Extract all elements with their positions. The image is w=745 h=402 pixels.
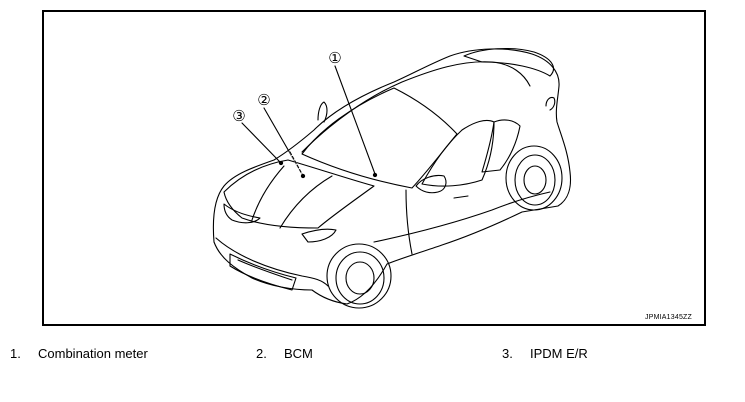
antenna — [317, 101, 328, 123]
callout-3-target — [278, 160, 284, 166]
rear-wheel — [514, 154, 556, 206]
car-illustration: ① ② ③ — [212, 48, 572, 309]
rear-wheel-hub — [523, 165, 547, 195]
figure-frame: ① ② ③ JPMIA1345ZZ — [42, 10, 706, 326]
hood-crease-right — [279, 175, 333, 229]
callout-2-target — [300, 173, 306, 179]
tail-stalk — [545, 96, 556, 111]
callout-2: ② — [257, 91, 270, 109]
legend-label: IPDM E/R — [530, 346, 588, 361]
callout-3: ③ — [232, 107, 245, 125]
headlight-right — [301, 228, 337, 243]
leader-line-3 — [241, 122, 281, 163]
side-mirror — [415, 174, 447, 194]
rear-wheel-arch — [505, 145, 563, 211]
legend-number: 3. — [502, 346, 513, 361]
legend: 1. Combination meter 2. BCM 3. IPDM E/R — [0, 346, 745, 366]
leader-line-1 — [334, 65, 376, 175]
door-line — [405, 189, 413, 255]
legend-label: BCM — [284, 346, 313, 361]
front-bumper — [215, 237, 329, 287]
callout-1-target — [372, 172, 378, 178]
hood-crease-left — [251, 165, 285, 221]
front-wheel-hub — [345, 261, 375, 295]
headlight — [223, 203, 261, 224]
body-side-line — [373, 191, 551, 243]
front-wheel — [335, 251, 385, 305]
leader-line-2-dash — [289, 151, 303, 175]
grille-inner — [237, 259, 293, 281]
rear-quarter-window — [481, 119, 521, 173]
car-body-outline — [212, 48, 572, 305]
rear-spoiler — [463, 48, 554, 77]
legend-number: 1. — [10, 346, 21, 361]
grille — [229, 253, 297, 291]
legend-label: Combination meter — [38, 346, 148, 361]
windshield — [301, 87, 458, 189]
front-wheel-arch — [326, 243, 392, 309]
legend-number: 2. — [256, 346, 267, 361]
callout-1: ① — [328, 49, 341, 67]
door-handle — [453, 195, 469, 199]
figure-id: JPMIA1345ZZ — [645, 314, 692, 321]
roof-line — [301, 61, 531, 153]
